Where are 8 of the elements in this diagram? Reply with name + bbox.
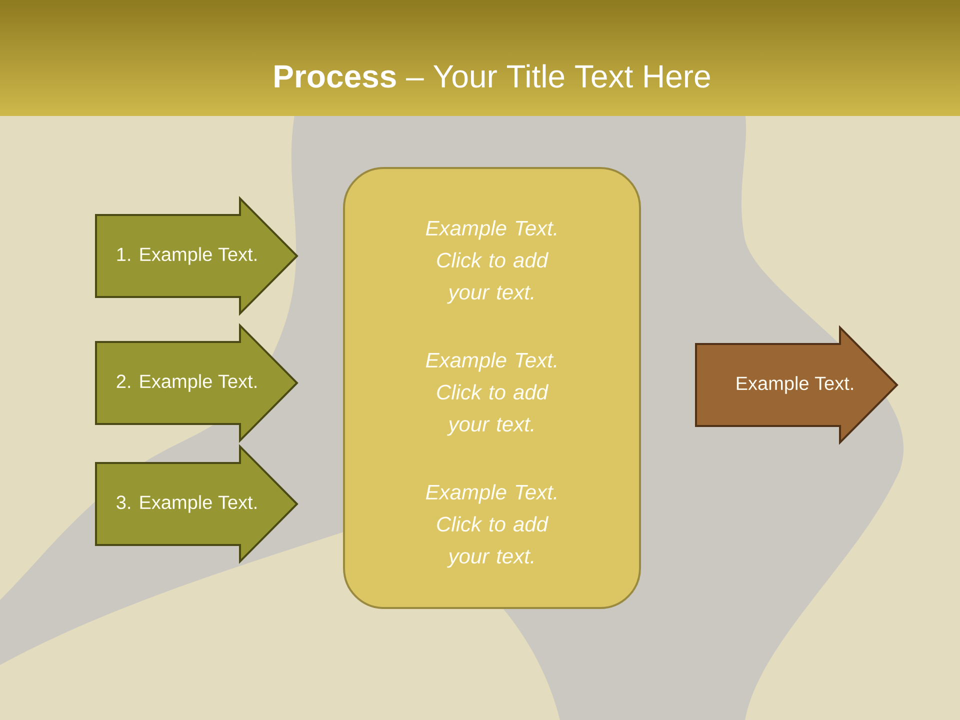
body-text: Example Text. Click to add your text. [426, 484, 556, 568]
arrow-box: Example Text. [695, 325, 898, 445]
arrow-box: 1. Example Text. [95, 196, 298, 316]
body-text: Example Text. Click to add your text. [426, 220, 556, 304]
arrow-box: 2. Example Text. [95, 323, 298, 443]
title: Process – Your Title Text Here [274, 64, 710, 88]
body-text: Example Text. Click to add your text. [426, 352, 556, 436]
arrow-box: 3. Example Text. [95, 444, 298, 564]
